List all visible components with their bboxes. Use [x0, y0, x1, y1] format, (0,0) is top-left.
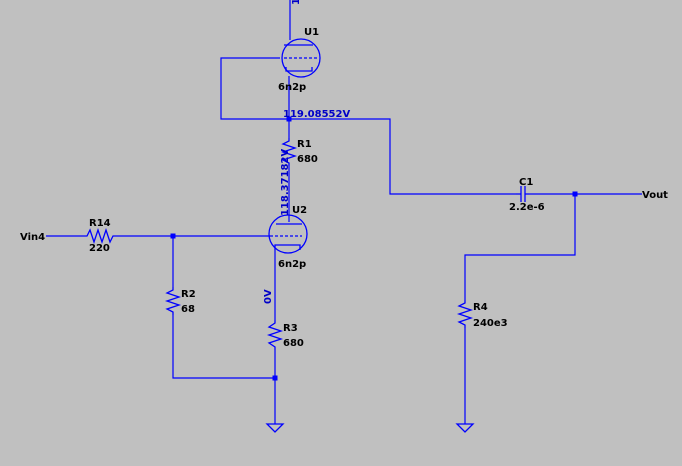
ground-symbol: [265, 423, 285, 433]
r1-ref: R1: [297, 139, 312, 150]
wires: [46, 0, 642, 424]
r3-value: 680: [283, 338, 304, 349]
r4-value: 240e3: [473, 318, 508, 329]
resistor-r3[interactable]: R3 680: [266, 320, 304, 350]
junction-dot: [272, 375, 278, 381]
resistor-r14[interactable]: R14 220: [84, 218, 116, 254]
r2-ref: R2: [181, 289, 196, 300]
junctions: [170, 116, 578, 381]
u1-model: 6n2p: [278, 82, 306, 93]
voltage-top-clipped: 1: [291, 0, 302, 5]
tube-u1[interactable]: U1 6n2p: [278, 27, 321, 93]
r14-ref: R14: [89, 218, 111, 229]
resistor-r1[interactable]: R1 680: [280, 138, 318, 166]
r14-value: 220: [89, 243, 110, 254]
junction-dot: [170, 233, 176, 239]
r3-ref: R3: [283, 323, 298, 334]
tube-u2[interactable]: U2 6n2p: [268, 205, 308, 270]
u2-ref: U2: [292, 205, 307, 216]
c1-ref: C1: [519, 177, 533, 188]
u1-ref: U1: [304, 27, 319, 38]
r4-ref: R4: [473, 302, 488, 313]
net-label-vin[interactable]: Vin4: [20, 232, 45, 243]
voltage-u2-cathode: 0V: [263, 289, 274, 304]
capacitor-c1[interactable]: C1 2.2e-6: [509, 177, 545, 213]
net-label-vout[interactable]: Vout: [642, 190, 668, 201]
resistor-r4[interactable]: R4 240e3: [456, 300, 508, 329]
r2-value: 68: [181, 304, 195, 315]
junction-dot: [286, 116, 292, 122]
u2-model: 6n2p: [278, 259, 306, 270]
c1-value: 2.2e-6: [509, 202, 545, 213]
junction-dot: [572, 191, 578, 197]
voltage-u1-cathode: 119.08552V: [283, 109, 350, 120]
voltage-u2-plate: 118.37182V: [280, 149, 291, 216]
resistor-r2[interactable]: R2 68: [164, 287, 196, 315]
ground-symbol: [455, 423, 475, 433]
r1-value: 680: [297, 154, 318, 165]
